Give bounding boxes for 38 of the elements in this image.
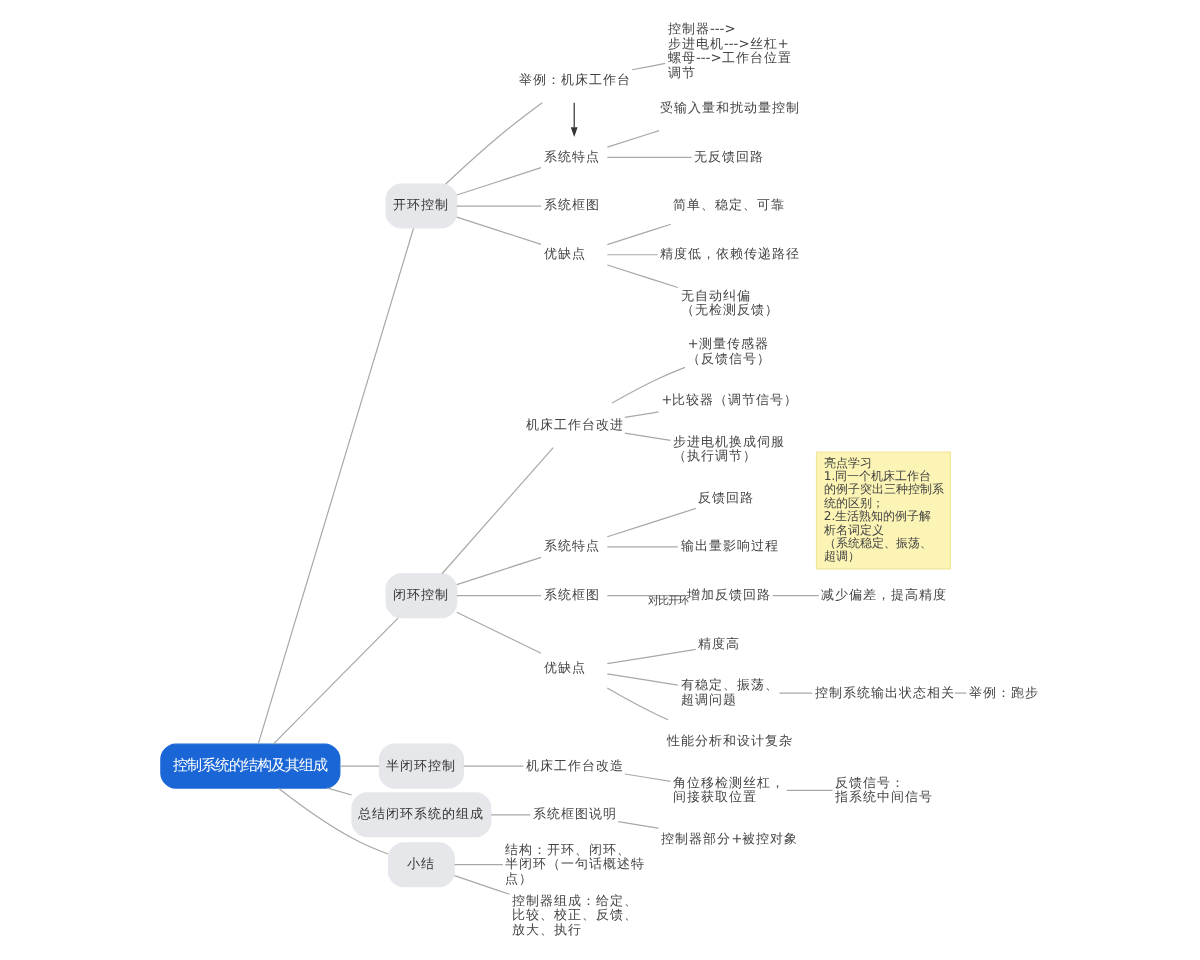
connector [605, 546, 678, 548]
connector [777, 692, 812, 694]
connector [605, 264, 678, 289]
connector [325, 787, 352, 796]
connector [605, 648, 696, 665]
connector [455, 167, 541, 196]
connector [605, 673, 678, 686]
connector [455, 595, 541, 597]
connector [605, 254, 658, 256]
arrow [569, 102, 577, 138]
connector [440, 447, 553, 575]
connector [455, 216, 541, 246]
connector [455, 611, 541, 654]
connector [455, 205, 541, 207]
connector [256, 227, 414, 745]
connector [276, 787, 388, 855]
connector [610, 366, 685, 404]
connector [623, 411, 659, 418]
connector [605, 507, 696, 538]
connector [462, 765, 523, 767]
connector [605, 156, 692, 158]
connector [489, 814, 530, 816]
connector [616, 821, 658, 829]
connector [623, 773, 671, 782]
connector [953, 692, 966, 694]
connector [338, 765, 379, 767]
connector [452, 874, 510, 895]
connector [455, 556, 541, 586]
connector [623, 432, 671, 442]
connector [605, 687, 668, 721]
connector [785, 789, 833, 792]
connector [444, 102, 542, 185]
connector [630, 62, 665, 71]
connector [271, 617, 398, 745]
connector [771, 595, 819, 597]
connector [605, 223, 671, 246]
connector [605, 130, 659, 148]
connector [452, 864, 503, 866]
